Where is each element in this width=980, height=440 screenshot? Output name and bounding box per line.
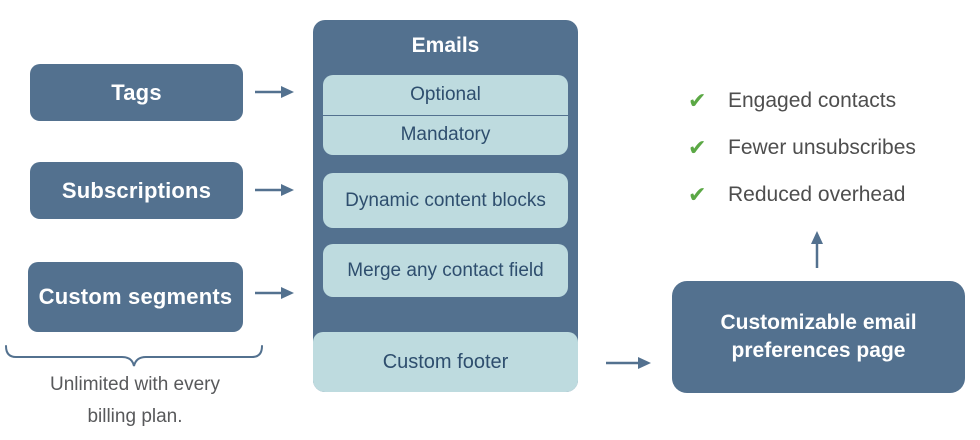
tags-box-label: Tags <box>111 79 162 105</box>
benefit-label: Engaged contacts <box>728 89 897 112</box>
check-icon: ✔ <box>688 135 707 160</box>
unlimited-note-line2: billing plan. <box>87 406 183 427</box>
benefit-item-engaged-contacts: ✔ Engaged contacts <box>688 84 916 118</box>
arrow-tags-to-emails <box>255 86 294 98</box>
custom-footer-box: Custom footer <box>313 332 578 392</box>
arrow-footer-to-preferences <box>606 357 651 369</box>
mandatory-row: Mandatory <box>400 124 491 146</box>
underbrace <box>5 345 263 367</box>
arrow-preferences-to-benefits <box>811 231 823 268</box>
preferences-box-line1: Customizable email <box>720 310 917 334</box>
unlimited-note-line1: Unlimited with every <box>50 374 220 395</box>
benefit-item-fewer-unsubscribes: ✔ Fewer unsubscribes <box>688 131 916 165</box>
emails-panel: Emails Optional Mandatory Dynamic conten… <box>313 20 578 392</box>
check-icon: ✔ <box>688 88 707 113</box>
merge-contact-field-box: Merge any contact field <box>323 244 568 297</box>
subscriptions-box-label: Subscriptions <box>61 177 212 203</box>
tags-box: Tags <box>30 64 243 121</box>
benefit-label: Fewer unsubscribes <box>728 136 916 159</box>
subscriptions-box: Subscriptions <box>30 162 243 219</box>
arrow-segments-to-emails <box>255 287 294 299</box>
unlimited-note: Unlimited with every billing plan. <box>0 369 270 433</box>
preferences-page-box: Customizable email preferences page <box>672 281 965 393</box>
optional-row: Optional <box>410 83 481 105</box>
toggle-divider <box>323 114 568 116</box>
optional-mandatory-box: Optional Mandatory <box>323 75 568 155</box>
custom-segments-box-label: Custom segments <box>38 284 233 309</box>
benefits-list: ✔ Engaged contacts ✔ Fewer unsubscribes … <box>688 84 916 225</box>
benefit-item-reduced-overhead: ✔ Reduced overhead <box>688 178 916 212</box>
preferences-box-line2: preferences page <box>731 339 906 362</box>
custom-segments-box: Custom segments <box>28 262 243 332</box>
arrow-subscriptions-to-emails <box>255 184 294 196</box>
benefit-label: Reduced overhead <box>728 183 906 206</box>
emails-panel-title: Emails <box>411 34 480 57</box>
dynamic-content-blocks-box: Dynamic content blocks <box>323 173 568 228</box>
check-icon: ✔ <box>688 182 707 207</box>
